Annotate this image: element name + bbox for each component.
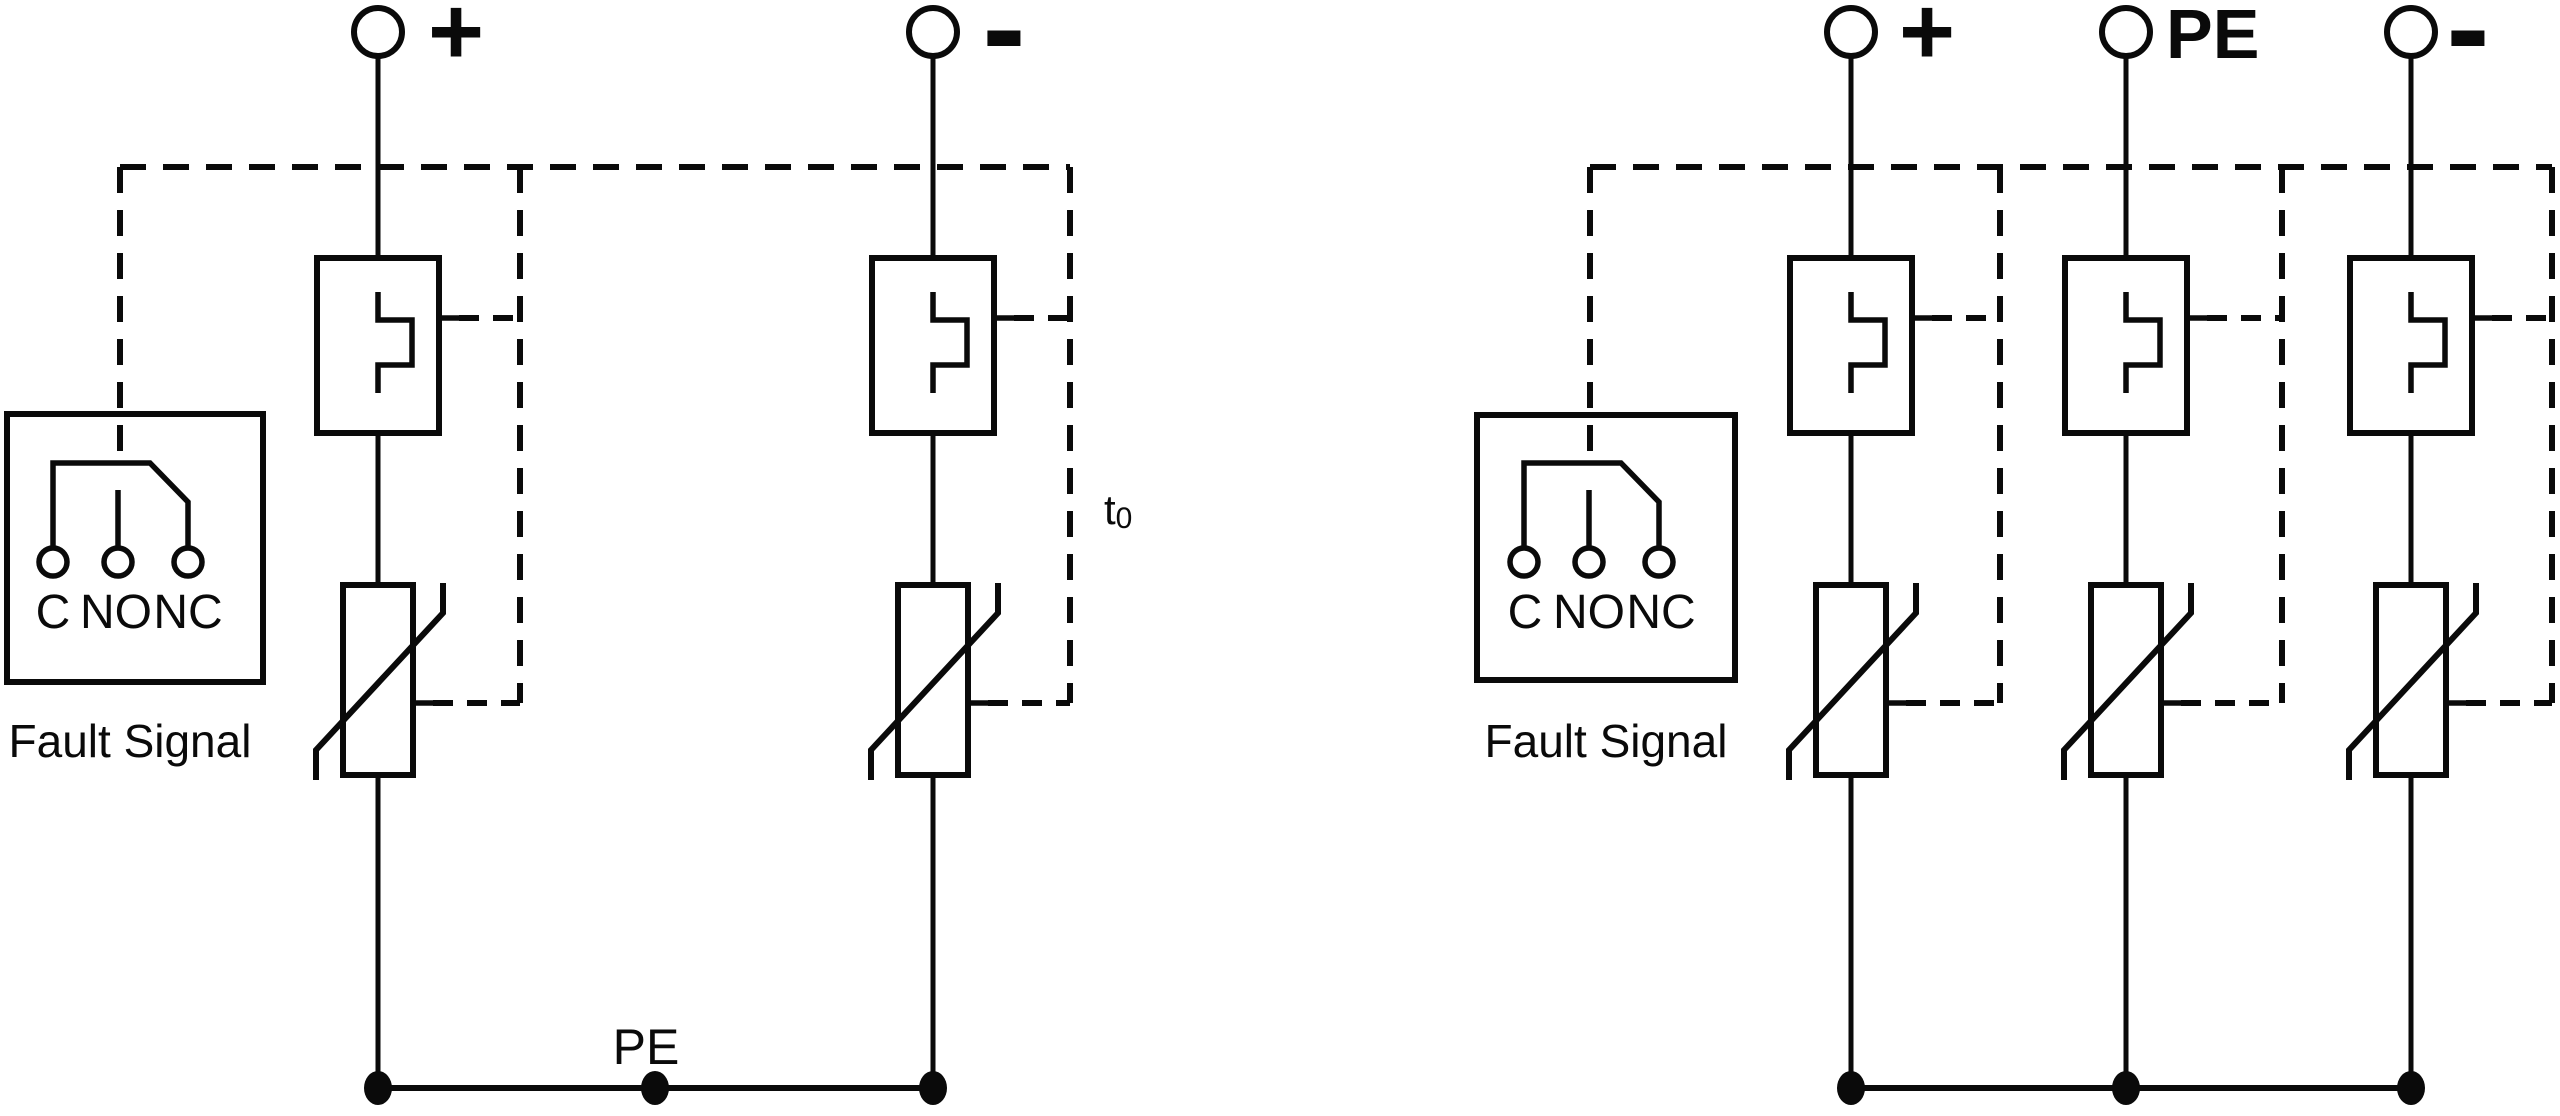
terminal-minus-label: - [2446,0,2489,100]
terminal-circle-pe [2099,5,2153,59]
contact-nc-label: NC [153,586,222,639]
junction-dot [2112,1071,2140,1105]
branch-plus-left: + [313,0,520,1088]
branch-pe-right: PE [2061,0,2282,1088]
terminal-circle-minus [906,5,960,59]
contact-c-label: C [36,586,71,639]
terminal-plus-label: + [1899,0,1955,85]
contact-circle-no [1572,545,1606,579]
thermal-disconnect-symbol [2408,292,2448,393]
contact-circle-c [36,545,70,579]
pe-bus-label: PE [613,1019,680,1075]
varistor-diagonal [2061,583,2194,780]
varistor-diagonal [1786,583,1919,780]
branch-plus-right: + [1786,0,2000,1088]
contact-c-label: C [1508,586,1543,639]
ground-bus-right [1837,1071,2425,1105]
junction-dot [919,1071,947,1105]
terminal-pe-label: PE [2166,0,2259,73]
right-diagram: + PE [1474,0,2555,1105]
t0-subscript: 0 [1116,502,1133,535]
contact-no-label: NO [80,586,152,639]
terminal-circle-plus [1824,5,1878,59]
fault-signal-unit-right: C NO NC Fault Signal [1474,412,1738,767]
junction-dot [1837,1071,1865,1105]
terminal-minus-label: - [982,0,1025,100]
branch-minus-right: - [2346,0,2552,1088]
contact-circle-c [1507,545,1541,579]
contact-circle-no [101,545,135,579]
thermal-disconnect-symbol [1848,292,1888,393]
junction-dot [364,1071,392,1105]
thermal-disconnect-symbol [2123,292,2163,393]
t0-label: t0 [1104,486,1132,535]
varistor-diagonal [313,583,446,780]
junction-dot [641,1071,669,1105]
fault-signal-box [1474,412,1738,683]
terminal-circle-minus [2384,5,2438,59]
contact-nc-label: NC [1626,586,1695,639]
left-diagram: + - [4,0,1132,1105]
thermal-disconnect-symbol [930,292,970,393]
contact-circle-nc [171,545,205,579]
changeover-contact-symbol [50,460,191,548]
pe-bus-left: PE [364,1019,947,1105]
fault-signal-caption: Fault Signal [9,715,252,767]
t0-base: t [1104,486,1116,533]
junction-dot [2397,1071,2425,1105]
terminal-circle-plus [351,5,405,59]
contact-circle-nc [1642,545,1676,579]
thermal-disconnect-symbol [375,292,415,393]
fault-signal-box [4,411,266,685]
fault-signal-caption: Fault Signal [1485,715,1728,767]
linkage-dashed-network-left [117,164,1073,703]
fault-signal-unit-left: C NO NC Fault Signal [4,411,266,767]
terminal-plus-label: + [428,0,484,85]
contact-no-label: NO [1553,586,1625,639]
branch-minus-left: - [868,0,1070,1088]
linkage-dashed-network-right [1587,164,2555,703]
varistor-diagonal [868,583,1001,780]
changeover-contact-symbol [1521,460,1662,548]
varistor-diagonal [2346,583,2479,780]
